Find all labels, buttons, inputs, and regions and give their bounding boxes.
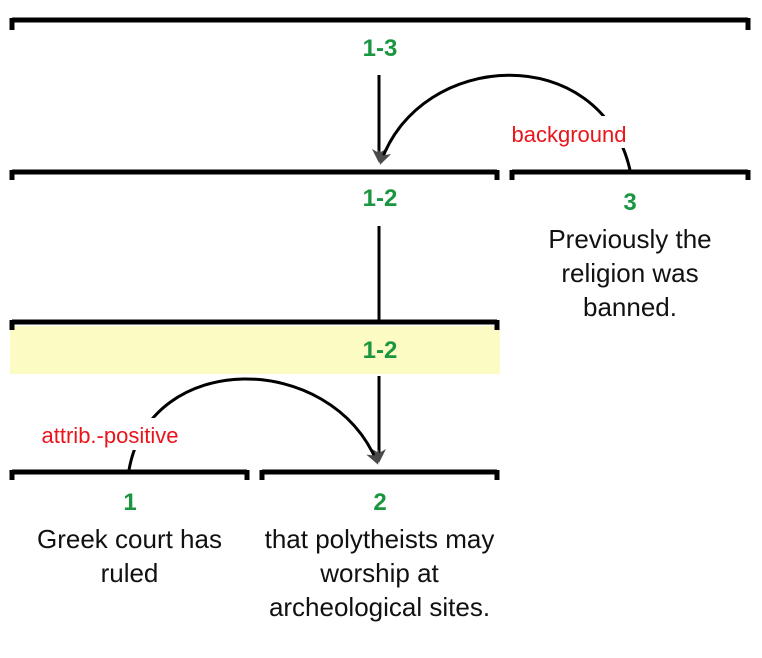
relation-label-attribution: attrib.-positive <box>42 423 179 448</box>
highlight-band <box>10 326 500 374</box>
span-bar-lower-1-2 <box>9 319 500 330</box>
span-label-root: 1-3 <box>363 35 398 62</box>
span-bar-2 <box>259 469 500 480</box>
span-label-1: 1 <box>123 489 136 516</box>
edu-text-2: that polytheists may worship at archeolo… <box>264 524 495 622</box>
span-bar-root <box>9 17 751 30</box>
edu-text-3: Previously the religion was banned. <box>548 224 712 322</box>
span-bar-3 <box>509 169 751 180</box>
span-bar-1 <box>9 469 250 480</box>
span-label-lower-1-2: 1-2 <box>363 337 398 364</box>
relation-label-background: background <box>512 122 627 147</box>
edu-text-1: Greek court has ruled <box>37 524 222 588</box>
span-label-upper-1-2: 1-2 <box>363 185 398 212</box>
span-bar-upper-1-2 <box>9 169 500 180</box>
span-label-2: 2 <box>373 489 386 516</box>
span-label-3: 3 <box>623 189 636 216</box>
